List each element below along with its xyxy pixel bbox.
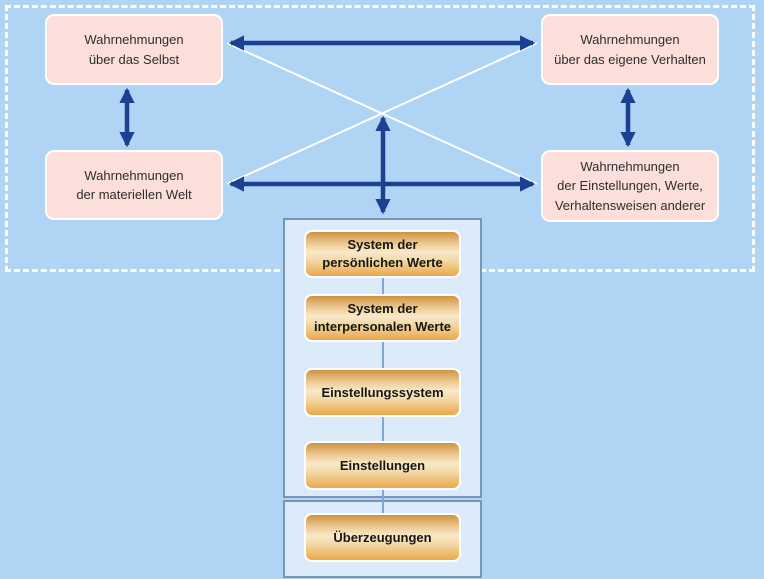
stack-connector-4 <box>382 488 384 515</box>
stack-box-attitudes: Einstellungen <box>304 441 461 490</box>
stack-box-convictions: Überzeugungen <box>304 513 461 562</box>
perception-box-own-behavior: Wahrnehmungen über das eigene Verhalten <box>541 14 719 85</box>
perception-box-others: Wahrnehmungen der Einstellungen, Werte, … <box>541 150 719 222</box>
stack-box-interpersonal-values: System der interpersonalen Werte <box>304 294 461 342</box>
perception-box-self: Wahrnehmungen über das Selbst <box>45 14 223 85</box>
perception-box-material-world: Wahrnehmungen der materiellen Welt <box>45 150 223 220</box>
stack-box-attitude-system: Einstellungssystem <box>304 368 461 417</box>
stack-connector-3 <box>382 415 384 443</box>
stack-box-personal-values: System der persönlichen Werte <box>304 230 461 278</box>
stack-connector-1 <box>382 277 384 296</box>
stack-connector-2 <box>382 341 384 370</box>
